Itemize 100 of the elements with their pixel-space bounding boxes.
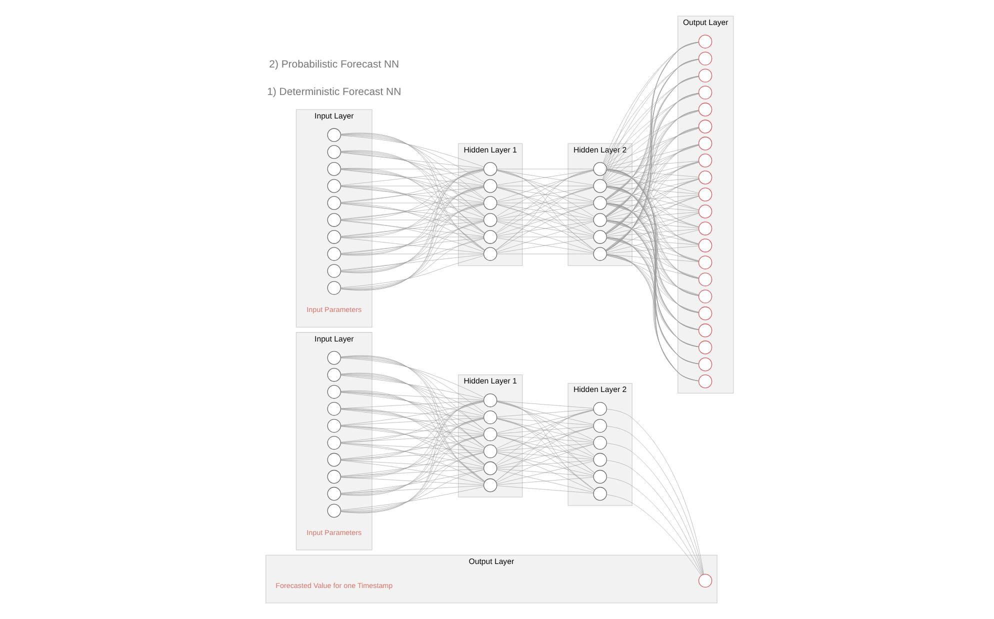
node-circle — [698, 120, 712, 134]
connector — [606, 494, 702, 576]
connector — [340, 452, 484, 494]
connector — [606, 228, 699, 237]
connector — [340, 443, 484, 468]
connector — [496, 435, 595, 490]
node-circle — [483, 410, 498, 424]
connector — [606, 230, 699, 253]
connector — [606, 145, 699, 184]
connector — [340, 418, 484, 513]
connector — [340, 237, 484, 254]
connector — [340, 220, 484, 289]
node-circle — [327, 230, 341, 244]
connector — [496, 461, 594, 484]
connector — [496, 401, 595, 456]
node-circle — [698, 34, 712, 48]
connector — [606, 178, 699, 202]
connector — [606, 238, 699, 262]
node-circle — [698, 136, 712, 150]
connector — [496, 402, 594, 425]
connector — [606, 160, 699, 169]
connector — [496, 168, 594, 170]
node-circle — [483, 196, 498, 210]
connector — [606, 212, 699, 220]
connector — [604, 94, 699, 165]
connector — [496, 401, 595, 474]
connector — [496, 186, 594, 202]
node-circle — [483, 478, 498, 492]
node-circle — [327, 179, 341, 193]
connector — [606, 221, 699, 244]
connector — [606, 169, 699, 262]
connector — [340, 460, 484, 484]
node-circle — [593, 162, 607, 176]
node-circle — [698, 238, 712, 252]
connector — [606, 203, 699, 296]
connector — [496, 220, 594, 236]
connector — [606, 179, 699, 218]
node-circle — [593, 486, 607, 501]
connector — [606, 255, 699, 278]
connector — [606, 144, 699, 234]
connector — [340, 476, 484, 486]
connector — [606, 237, 699, 330]
connector — [496, 187, 594, 218]
connector — [606, 254, 699, 312]
node-circle — [327, 368, 341, 382]
connector — [340, 426, 484, 466]
connector — [340, 358, 486, 414]
connector — [340, 236, 484, 238]
connector — [496, 170, 594, 202]
connector — [340, 203, 484, 290]
connector — [340, 486, 484, 510]
node-circle — [698, 306, 712, 320]
connector — [496, 410, 594, 482]
node-circle — [327, 436, 341, 450]
node-circle — [698, 290, 712, 304]
node-circle — [327, 213, 341, 227]
node-circle — [327, 452, 341, 467]
node-circle — [593, 436, 607, 450]
connector — [340, 485, 484, 494]
connector — [496, 434, 594, 442]
node-circle — [698, 324, 712, 338]
connector — [340, 408, 484, 449]
connector — [606, 162, 699, 185]
connector — [606, 194, 699, 203]
node-circle — [483, 179, 498, 193]
label: 1) Deterministic Forecast NN — [267, 87, 402, 98]
connector — [606, 213, 699, 252]
connector — [340, 152, 486, 216]
connector — [496, 221, 594, 252]
connector — [496, 238, 594, 254]
connector — [496, 427, 594, 450]
connector — [496, 418, 595, 474]
connector — [340, 418, 484, 478]
node-circle — [593, 213, 607, 227]
connector — [340, 435, 484, 494]
connector — [496, 418, 594, 442]
connector — [340, 357, 486, 431]
connector — [606, 169, 699, 245]
connector — [340, 418, 484, 496]
connector — [340, 418, 484, 442]
connector — [606, 238, 699, 296]
connector — [340, 418, 484, 460]
connector — [604, 76, 699, 164]
node-circle — [327, 196, 341, 210]
connector — [606, 203, 699, 279]
connector — [496, 444, 594, 483]
connector — [340, 152, 484, 169]
connector — [496, 410, 594, 465]
connector — [340, 238, 484, 288]
connector — [496, 204, 594, 236]
node-circle — [327, 145, 341, 159]
connector — [605, 196, 699, 250]
node-circle — [698, 188, 712, 202]
node-circle — [698, 272, 712, 286]
connector — [340, 391, 486, 465]
connector — [340, 186, 484, 202]
connector — [340, 426, 486, 482]
node-circle — [698, 374, 712, 388]
node-circle — [593, 452, 607, 467]
node-circle — [593, 179, 607, 193]
